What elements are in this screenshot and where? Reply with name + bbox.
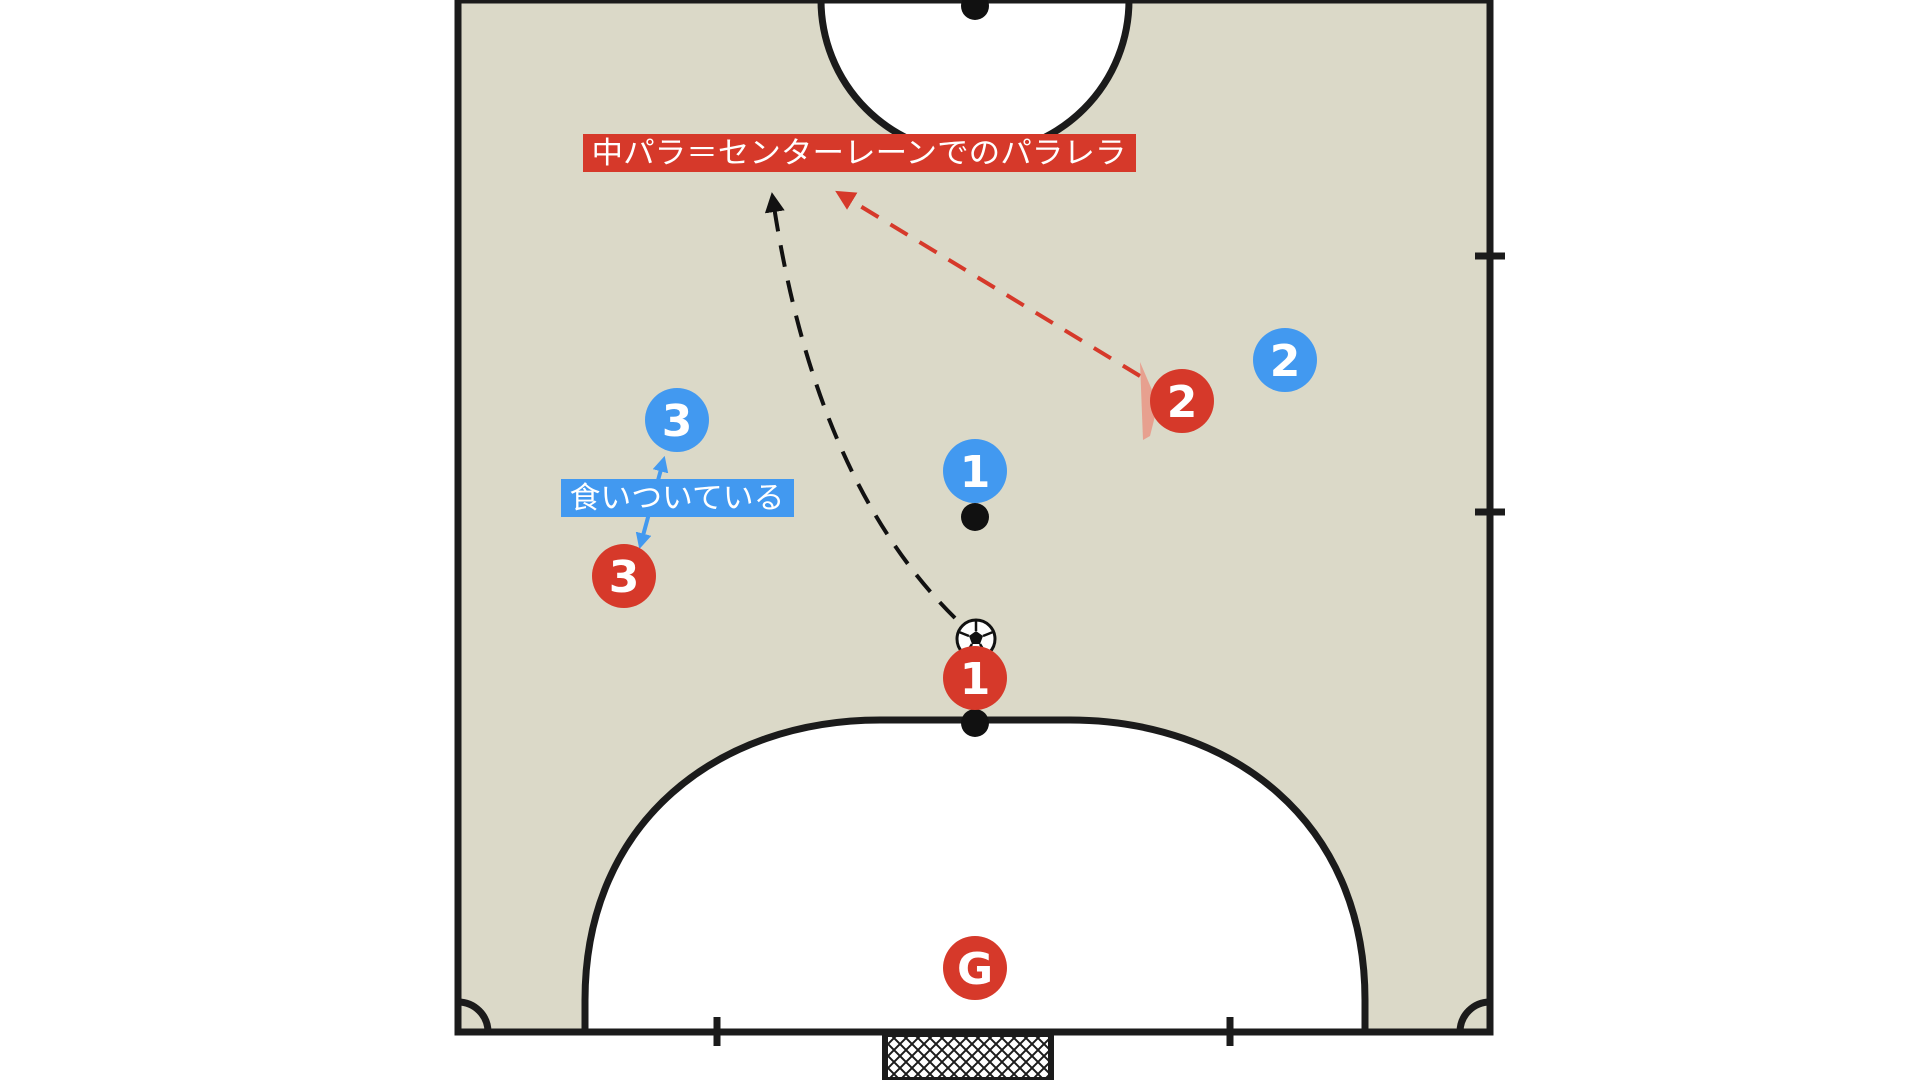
red-player-2: 2 <box>1150 369 1214 433</box>
blue-player-2-token <box>1253 328 1317 392</box>
second-penalty-spot <box>961 503 989 531</box>
center-spot <box>961 0 989 20</box>
blue-player-2: 2 <box>1253 328 1317 392</box>
red-player-2-label: 2 <box>1167 377 1198 428</box>
parallel-caption-text: 中パラ＝センターレーンでのパラレラ <box>592 136 1127 171</box>
parallel-caption: 中パラ＝センターレーンでのパラレラ <box>583 134 1136 172</box>
red-player-3-label: 3 <box>609 552 640 603</box>
red-player-2-token <box>1150 369 1214 433</box>
red-goalkeeper-label: G <box>957 944 993 995</box>
red-player-1-token <box>943 646 1007 710</box>
penalty-area <box>581 716 1369 1036</box>
pass-arrow <box>764 192 957 620</box>
corner-arc-right <box>1456 998 1491 1033</box>
penalty-spot <box>961 709 989 737</box>
red-player-3: 3 <box>592 544 656 608</box>
run-start-marker <box>1140 362 1158 440</box>
blue-player-1-token <box>943 439 1007 503</box>
pressing-caption-text: 食いついている <box>570 481 785 516</box>
blue-player-2-label: 2 <box>1270 336 1301 387</box>
parallel-caption-box <box>583 134 1136 172</box>
parallel-run-arrow <box>835 190 1142 378</box>
goal-net-icon <box>882 1031 1054 1080</box>
red-goalkeeper-token <box>943 936 1007 1000</box>
blue-player-3-label: 3 <box>662 396 693 447</box>
blue-player-1: 1 <box>943 439 1007 503</box>
pressing-caption: 食いついている <box>561 479 794 517</box>
red-goalkeeper: G <box>943 936 1007 1000</box>
blue-player-3: 3 <box>645 388 709 452</box>
red-player-1: 1 <box>943 646 1007 710</box>
red-player-1-label: 1 <box>960 654 991 705</box>
blue-player-3-token <box>645 388 709 452</box>
red-player-3-token <box>592 544 656 608</box>
corner-arc-left <box>457 998 492 1033</box>
blue-player-1-label: 1 <box>960 447 991 498</box>
pressing-caption-box <box>561 479 794 517</box>
